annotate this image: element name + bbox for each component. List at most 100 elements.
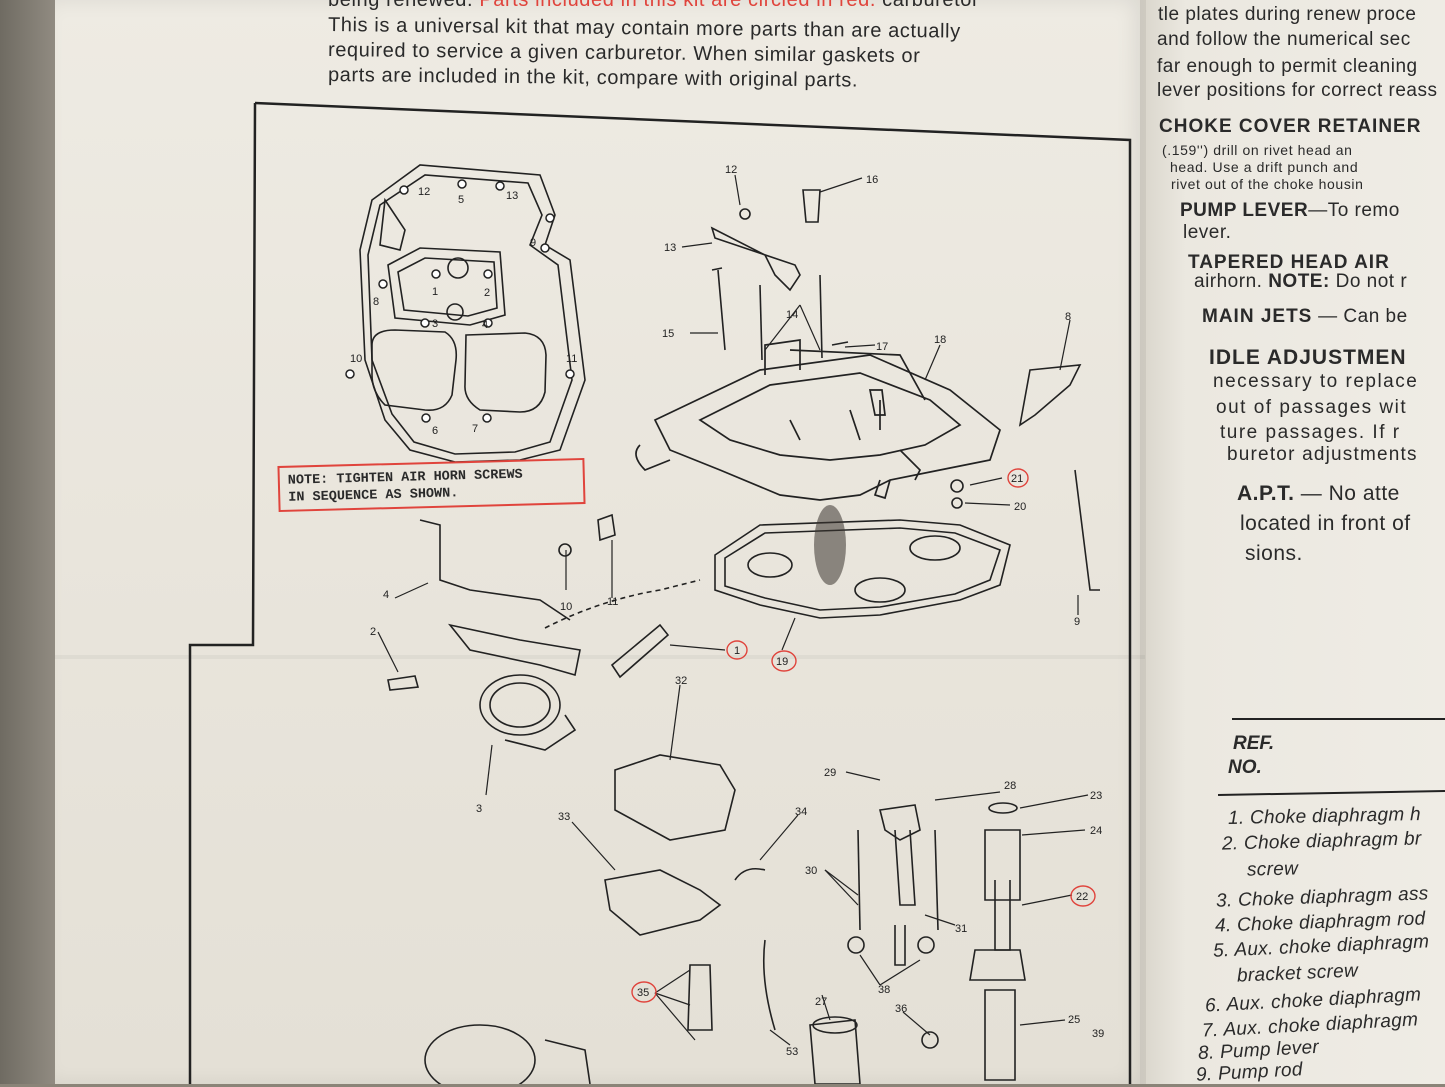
ref-header-2: NO. [1228, 757, 1262, 778]
choke-diaphragm-assembly [387, 513, 701, 751]
air-horn-gasket [359, 164, 586, 463]
label-14: 14 [786, 309, 798, 321]
gasket-num-7: 7 [472, 423, 478, 435]
gasket-num-13: 13 [506, 190, 518, 202]
section-heading-main-jets: MAIN JETS [1202, 306, 1313, 327]
right-text: —To remo [1308, 200, 1400, 221]
label-11: 11 [607, 596, 618, 608]
gasket-num-9: 9 [530, 237, 536, 249]
label-34: 34 [795, 806, 807, 818]
right-text-line: buretor adjustments [1227, 444, 1418, 465]
right-text-line: tle plates during renew proce [1158, 4, 1417, 25]
label-21: 21 [1011, 473, 1023, 485]
instruction-sheet-right-panel [1140, 0, 1445, 1084]
right-text-line: ture passages. If r [1220, 422, 1401, 443]
section-heading-idle-adjustment: IDLE ADJUSTMEN [1209, 346, 1407, 369]
label-16: 16 [866, 174, 878, 186]
kit-part-19: 19 [771, 650, 797, 672]
label-19: 19 [776, 656, 788, 668]
hardware-top [710, 189, 1100, 591]
label-38: 38 [878, 984, 890, 996]
label-1: 1 [734, 645, 740, 657]
kit-part-35: 35 [631, 981, 657, 1003]
section-heading-apt: A.P.T. [1237, 482, 1295, 505]
label-29: 29 [824, 767, 836, 779]
label-10: 10 [560, 601, 572, 613]
label-36: 36 [895, 1003, 907, 1015]
label-12: 12 [725, 164, 737, 176]
paper-fold-vertical [1140, 0, 1146, 1084]
gasket-num-8: 8 [373, 296, 379, 308]
gasket-num-10: 10 [350, 353, 362, 365]
right-text-line: necessary to replace [1213, 371, 1419, 392]
label-25: 25 [1068, 1014, 1080, 1026]
label-22: 22 [1076, 891, 1088, 903]
label-39: 39 [1092, 1028, 1104, 1040]
kit-part-21: 21 [1007, 468, 1029, 488]
gasket-num-2: 2 [484, 287, 490, 299]
label-9: 9 [1074, 616, 1080, 628]
right-text-small: rivet out of the choke housin [1171, 176, 1364, 192]
label-30: 30 [805, 865, 817, 877]
label-3: 3 [476, 803, 482, 815]
right-text-small: (.159'') drill on rivet head an [1162, 142, 1353, 158]
ref-item: screw [1246, 858, 1299, 881]
label-23: 23 [1090, 790, 1102, 802]
gasket-num-11: 11 [566, 353, 577, 365]
label-13: 13 [664, 242, 676, 254]
gasket-num-5: 5 [458, 194, 464, 206]
callout-labels: 12 16 13 15 14 17 18 8 20 10 11 4 2 9 3 … [370, 164, 1104, 1058]
gasket-num-1: 1 [432, 286, 438, 298]
right-note-label: NOTE: [1268, 271, 1330, 292]
right-text-line: sions. [1245, 542, 1303, 565]
tighten-screws-note: NOTE: TIGHTEN AIR HORN SCREWS IN SEQUENC… [277, 457, 586, 513]
section-heading-tapered-head: TAPERED HEAD AIR [1188, 252, 1390, 273]
intro-text: carburetor [875, 0, 980, 11]
gasket-screw-holes [345, 179, 575, 423]
air-horn-body [635, 339, 1001, 501]
right-text-line: out of passages wit [1216, 397, 1408, 418]
label-53: 53 [786, 1046, 798, 1058]
section-pump-lever: PUMP LEVER—To remo [1180, 200, 1400, 222]
hardware-bottom [424, 754, 1026, 1084]
leader-lines [377, 174, 1089, 1046]
intro-text: being renewed. [328, 0, 480, 11]
label-4: 4 [383, 589, 389, 601]
right-text: — Can be [1312, 306, 1408, 327]
label-2: 2 [370, 626, 376, 638]
kit-part-1: 1 [726, 640, 748, 660]
ref-table-rule [1232, 718, 1445, 720]
kit-part-22: 22 [1070, 885, 1096, 907]
instruction-sheet [55, 0, 1145, 1084]
section-heading-choke-cover: CHOKE COVER RETAINER [1159, 116, 1422, 137]
section-apt: A.P.T. — No atte [1237, 482, 1400, 506]
label-33: 33 [558, 811, 570, 823]
gasket-sequence-numbers: 12 5 13 9 1 2 8 3 4 10 11 6 7 [350, 186, 577, 437]
right-text-line: lever. [1183, 222, 1232, 243]
ref-header-1: REF. [1233, 733, 1275, 754]
right-text-small: head. Use a drift punch and [1170, 159, 1359, 175]
right-text-line: and follow the numerical sec [1157, 29, 1411, 50]
section-heading-pump-lever: PUMP LEVER [1180, 200, 1309, 221]
right-text-line: far enough to permit cleaning [1157, 56, 1418, 77]
intro-paragraph: being renewed. Parts included in this ki… [328, 0, 1058, 92]
gasket-num-3: 3 [432, 318, 438, 330]
label-18: 18 [934, 334, 946, 346]
right-text: — No atte [1294, 482, 1400, 505]
label-32: 32 [675, 675, 687, 687]
gasket-num-4: 4 [482, 319, 488, 331]
right-text-line: lever positions for correct reass [1157, 80, 1438, 101]
label-20: 20 [1014, 501, 1026, 513]
paper-fold-horizontal [55, 655, 1145, 659]
label-35: 35 [637, 987, 649, 999]
label-24: 24 [1090, 825, 1102, 837]
ref-item: 1. Choke diaphragm h [1227, 803, 1422, 830]
base-gasket [714, 519, 1011, 619]
label-15: 15 [662, 328, 674, 340]
label-8: 8 [1065, 311, 1071, 323]
label-27: 27 [815, 996, 827, 1008]
gasket-num-12: 12 [418, 186, 430, 198]
right-text: airhorn. [1194, 271, 1269, 292]
intro-red-note: Parts included in this kit are circled i… [479, 0, 876, 11]
